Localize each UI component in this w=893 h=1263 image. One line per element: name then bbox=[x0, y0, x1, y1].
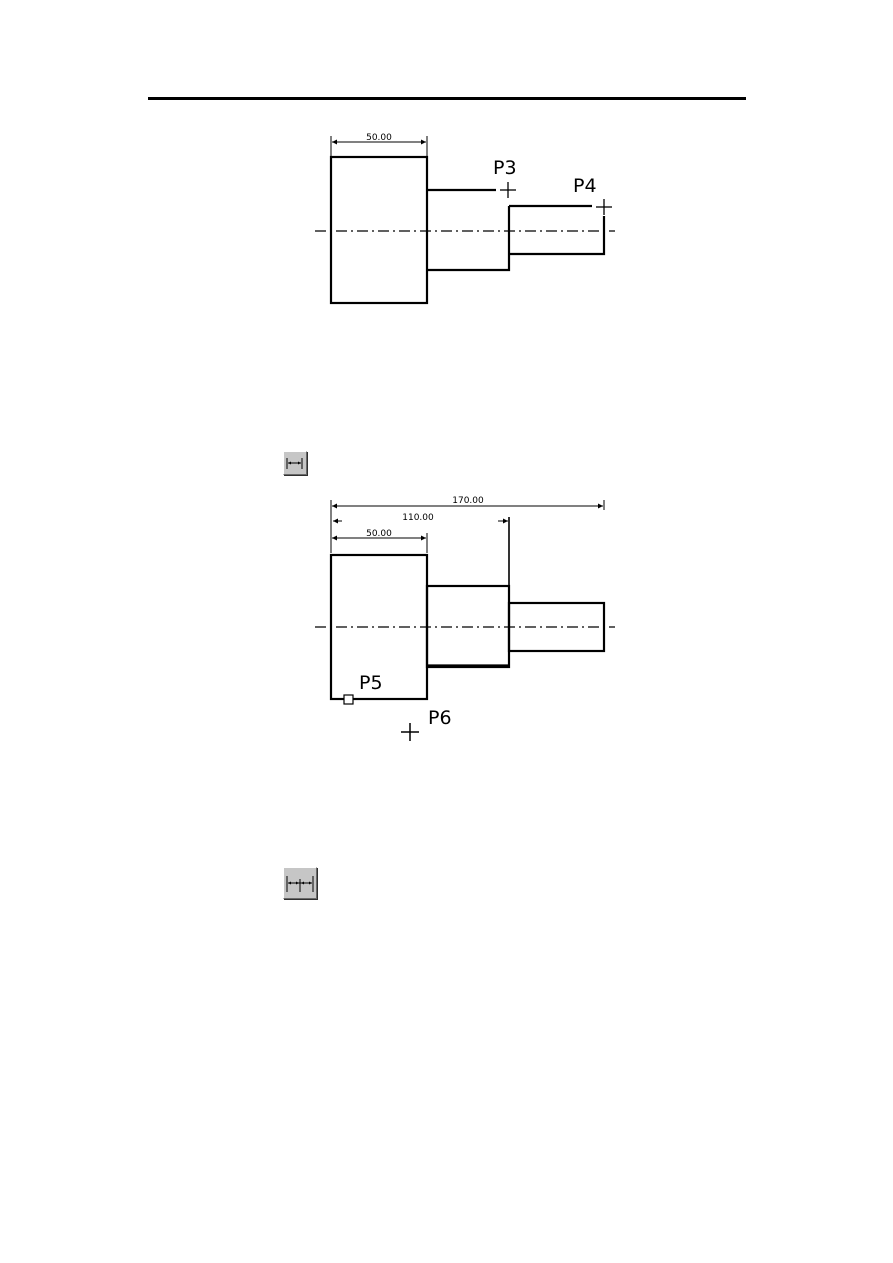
linear-dimension-button[interactable] bbox=[283, 451, 307, 475]
dimension-text-170: 170.00 bbox=[452, 496, 484, 506]
point-label-p3: P3 bbox=[493, 157, 517, 179]
shaft-section-large bbox=[329, 155, 429, 305]
baseline-dimension-button[interactable] bbox=[283, 867, 317, 899]
figure-2: 170.00 110.00 50.00 P5 P6 bbox=[315, 496, 615, 741]
shaft-section-small bbox=[509, 216, 606, 256]
point-label-p5: P5 bbox=[359, 672, 383, 694]
crosshair-p3 bbox=[500, 182, 516, 198]
crosshair-p6 bbox=[401, 723, 419, 741]
header-rule bbox=[148, 97, 746, 100]
dimension-text-50: 50.00 bbox=[366, 133, 392, 143]
point-label-p6: P6 bbox=[428, 707, 452, 729]
baseline-dimension-icon bbox=[286, 876, 314, 892]
dimension-text-50: 50.00 bbox=[366, 529, 392, 539]
point-label-p4: P4 bbox=[573, 175, 597, 197]
figure-1: 50.00 P3 P4 bbox=[315, 133, 615, 305]
crosshair-p4 bbox=[596, 199, 612, 215]
snap-marker-p5 bbox=[343, 694, 354, 705]
shaft-section-middle bbox=[427, 206, 511, 272]
linear-dimension-icon bbox=[286, 458, 303, 469]
dimension-text-110: 110.00 bbox=[402, 513, 434, 523]
